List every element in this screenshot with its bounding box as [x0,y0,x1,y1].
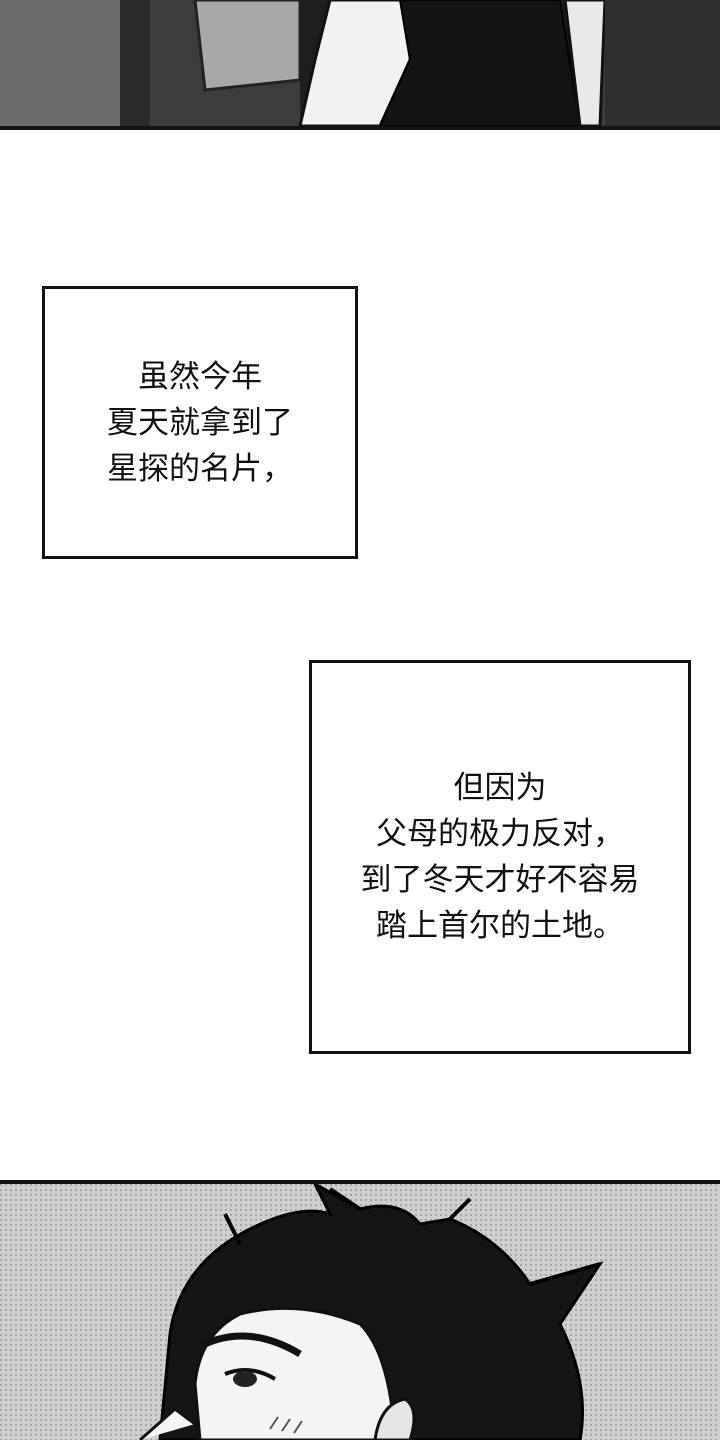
top-panel-art [0,0,720,126]
top-panel [0,0,720,130]
caption-2-line-2: 父母的极力反对， [376,816,624,852]
door-frame [120,0,150,126]
eye [224,1368,277,1381]
pupil [233,1371,257,1387]
caption-2-line-1: 但因为 [453,770,547,806]
caption-1-line-2: 夏天就拿到了 [107,404,293,441]
right-shadow [605,0,720,126]
hair-strands [223,1187,601,1286]
eyebrow [203,1332,302,1358]
window [193,0,302,92]
nose [139,1407,196,1440]
ear [373,1397,416,1440]
bottom-panel-art [139,1184,604,1440]
caption-text-2: 但因为 父母的极力反对， 到了冬天才好不容易 踏上首尔的土地。 [361,765,640,949]
shirt-right [563,0,607,126]
blush [269,1416,303,1434]
caption-box-2: 但因为 父母的极力反对， 到了冬天才好不容易 踏上首尔的土地。 [309,660,691,1054]
shirt-sleeve [298,0,422,126]
caption-text-1: 虽然今年 夏天就拿到了 星探的名片， [107,354,293,492]
caption-box-1: 虽然今年 夏天就拿到了 星探的名片， [42,286,358,559]
caption-1-line-1: 虽然今年 [138,358,262,395]
caption-1-line-3: 星探的名片， [107,450,293,487]
caption-2-line-4: 踏上首尔的土地。 [376,908,624,944]
face [193,1306,397,1440]
wall-left [0,0,120,126]
caption-2-line-3: 到了冬天才好不容易 [360,862,640,898]
vest [378,0,582,126]
bottom-panel [0,1180,720,1440]
